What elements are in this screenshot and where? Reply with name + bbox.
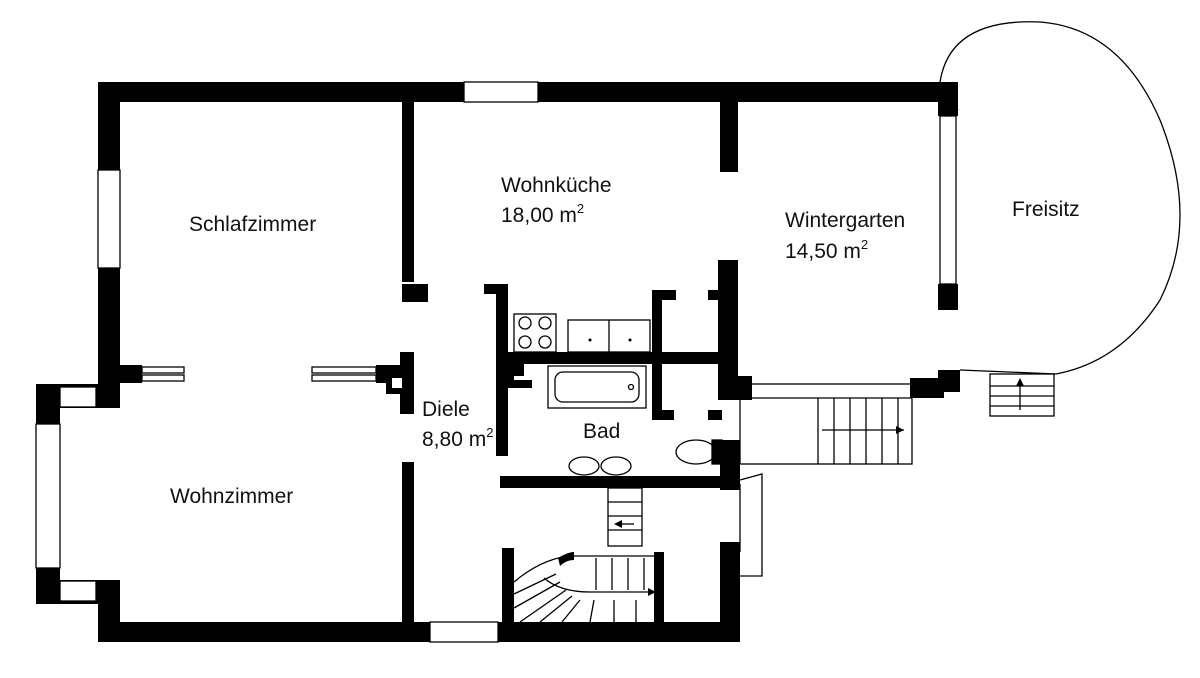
sink-drain-1 [588, 338, 592, 342]
sliding-door-left-a [141, 366, 185, 374]
terrace-outline [939, 21, 1181, 375]
stair-main-wind-outer [513, 555, 654, 583]
window-bedroom [97, 169, 121, 269]
wall-bath-bottom [500, 476, 722, 488]
window-bottom [429, 621, 499, 643]
wall-right-lower [720, 542, 740, 642]
stove-burner-3 [518, 335, 532, 349]
area-wintergarten: 14,50 m2 [785, 237, 868, 263]
wall-hall-living [402, 462, 414, 642]
sink-drain-2 [628, 338, 632, 342]
washbasin-left [568, 456, 600, 476]
wall-top-right [538, 82, 958, 102]
stove [513, 313, 557, 353]
label-wintergarten: Wintergarten [785, 209, 905, 232]
window-winter-garden [939, 115, 957, 285]
stair-side-railing [739, 473, 763, 577]
label-wohnzimmer: Wohnzimmer [170, 485, 293, 508]
stair-main-treads [513, 558, 645, 623]
label-freisitz: Freisitz [1012, 198, 1080, 221]
area-wohnkueche: 18,00 m2 [501, 201, 584, 227]
wall-left-upper [98, 82, 120, 170]
area-diele: 8,80 m2 [422, 425, 493, 451]
toilet-tank [711, 439, 723, 465]
stair-main-upper-run [607, 487, 643, 547]
stair-outdoor-arrow-head [1016, 378, 1024, 386]
wall-kitchen-hall-cap [484, 284, 506, 294]
bay-left-upper [36, 384, 60, 424]
stair-main-arrow-line [543, 577, 652, 593]
wall-winter-right-bottom [938, 284, 958, 310]
stair-side-arrow-head [896, 426, 904, 434]
stair-side-outline [739, 383, 913, 465]
wall-kitchen-winter-upper [720, 96, 738, 172]
wall-hall-left-box-hole [392, 378, 402, 388]
wall-kitchen-bath [496, 352, 722, 364]
bay-bottom-window [59, 580, 97, 602]
wall-door-left-upper [652, 290, 662, 354]
wall-bottom-left [98, 622, 430, 642]
wall-winter-bottom-right-b [938, 370, 960, 392]
wall-bath-niche-bottom [508, 380, 532, 388]
bathtub [547, 365, 647, 409]
sliding-door-right-a [311, 366, 377, 374]
stair-side-treads [817, 398, 899, 464]
wall-stair-left [502, 548, 514, 642]
wall-bottom-right [498, 622, 740, 642]
interior-walls [120, 82, 960, 642]
bay-top-window [59, 386, 97, 408]
stove-burner-1 [518, 316, 532, 330]
stairs-outdoor [989, 373, 1055, 417]
wall-left-middle [98, 268, 120, 408]
label-bad: Bad [583, 420, 620, 443]
stairs-main [513, 487, 656, 623]
wall-winter-right-top [938, 82, 958, 116]
stove-burner-2 [538, 316, 552, 330]
wall-bath-niche-top [508, 364, 524, 376]
label-schlafzimmer: Schlafzimmer [189, 213, 316, 236]
wall-door-cap-right [708, 290, 722, 300]
stair-main-upper-arrow-head [614, 520, 622, 528]
wall-bedroom-kitchen [402, 96, 414, 282]
label-diele: Diele [422, 398, 470, 421]
kitchen-fixtures [513, 313, 651, 353]
stair-main-arrow-head [648, 588, 656, 596]
bathtub-inner [554, 371, 640, 403]
wall-winter-bottom-right-a [910, 378, 944, 398]
label-wohnkueche: Wohnküche [501, 174, 612, 197]
wall-bedroom-kitchen-stub [402, 284, 428, 302]
wall-winter-corner [734, 376, 752, 400]
wall-bed-living-left [120, 365, 142, 383]
outer-walls [35, 81, 958, 643]
sliding-door-right-b [311, 374, 377, 382]
room-labels: Schlafzimmer Wohnküche 18,00 m2 Winterga… [170, 174, 1080, 508]
wall-kitchen-winter-lower [718, 260, 738, 400]
bath-fixtures [547, 365, 723, 476]
wall-stair-right [654, 552, 664, 622]
window-kitchen-top [463, 81, 539, 103]
stove-burner-4 [538, 335, 552, 349]
wall-door-cap-left [652, 290, 676, 300]
wall-top-left [98, 82, 464, 102]
toilet-bowl [675, 439, 717, 465]
wall-door-left-lower [652, 362, 662, 418]
wall-bath-right [720, 440, 740, 490]
bathtub-drain [627, 383, 635, 391]
sliding-door-left-b [141, 374, 185, 382]
wall-door-bottom-right [708, 410, 722, 420]
washbasin-right [600, 456, 632, 476]
wall-door-bottom-left [652, 410, 674, 420]
bay-front-window [35, 423, 61, 569]
wall-hall-bath [496, 284, 508, 456]
stairs-side [739, 383, 913, 577]
wall-bath-right-stub [712, 440, 722, 464]
stair-outdoor-outline [989, 373, 1055, 417]
stair-main-newel [558, 552, 574, 566]
